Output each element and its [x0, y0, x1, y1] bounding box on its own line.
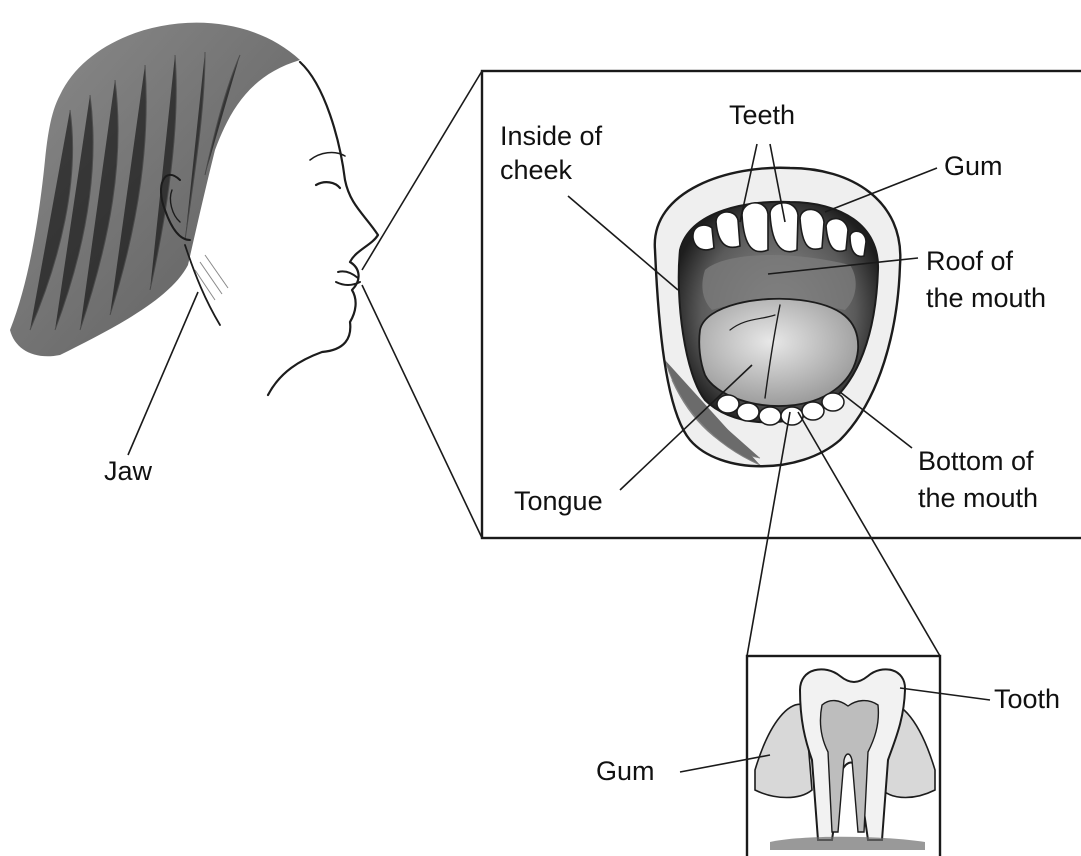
hair	[10, 23, 300, 357]
tooth-cross-section-illustration	[755, 669, 935, 850]
label-bottom-line2: the mouth	[918, 483, 1038, 513]
label-roof-line2: the mouth	[926, 283, 1046, 313]
face-outline	[268, 62, 378, 395]
zoom-line-upper	[362, 71, 482, 270]
eye	[316, 182, 340, 188]
label-inside-cheek-line2: cheek	[500, 155, 573, 185]
head-profile-illustration	[10, 23, 378, 395]
lips	[336, 271, 360, 285]
label-tongue: Tongue	[514, 486, 603, 516]
label-bottom-line1: Bottom of	[918, 446, 1034, 476]
zoom-line-lower	[362, 285, 482, 538]
label-gum-bottom: Gum	[596, 756, 655, 786]
leader-jaw	[128, 292, 198, 455]
jaw-shading	[195, 255, 228, 300]
label-roof-line1: Roof of	[926, 246, 1014, 276]
label-jaw: Jaw	[104, 456, 153, 486]
label-inside-cheek-line1: Inside of	[500, 121, 603, 151]
label-tooth: Tooth	[994, 684, 1060, 714]
label-teeth: Teeth	[729, 100, 795, 130]
neck-outline	[185, 245, 220, 325]
label-gum-top: Gum	[944, 151, 1003, 181]
leader-tooth	[900, 688, 990, 700]
